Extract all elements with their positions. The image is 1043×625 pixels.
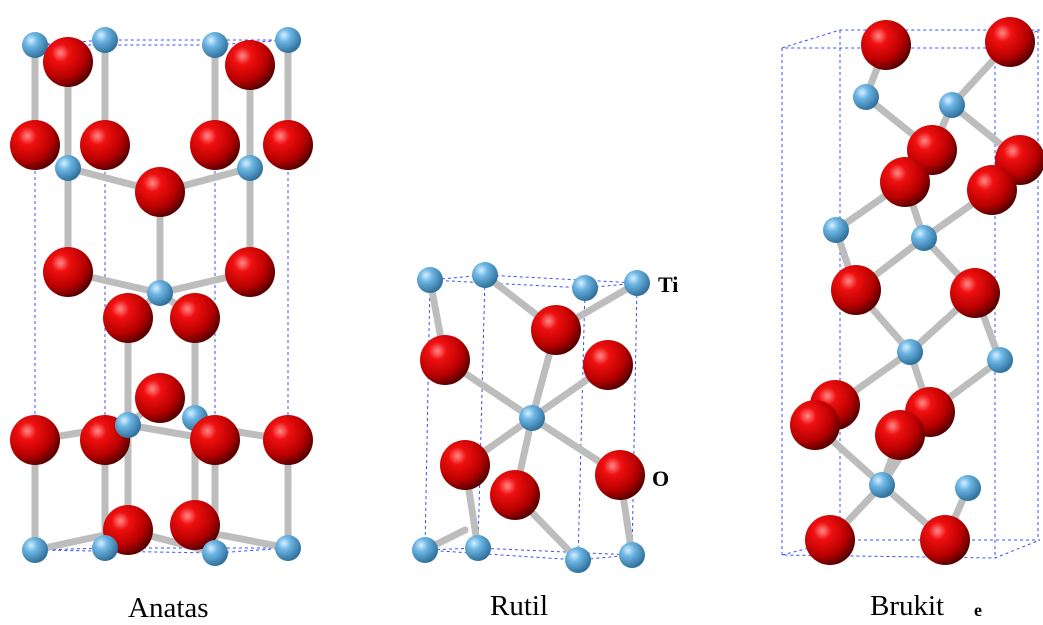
ti-atom bbox=[939, 92, 965, 118]
ti-atom bbox=[565, 547, 591, 573]
brukit-structure bbox=[781, 17, 1043, 565]
o-atom bbox=[861, 20, 911, 70]
ti-atom bbox=[92, 535, 118, 561]
o-atom bbox=[103, 293, 153, 343]
ti-atom bbox=[202, 540, 228, 566]
ti-atom bbox=[115, 412, 141, 438]
o-atom bbox=[880, 157, 930, 207]
o-atom bbox=[135, 167, 185, 217]
ti-atom bbox=[823, 217, 849, 243]
o-atom bbox=[790, 400, 840, 450]
o-atom bbox=[583, 340, 633, 390]
ti-atom bbox=[624, 270, 650, 296]
anatas-atoms bbox=[10, 27, 313, 566]
o-atom bbox=[10, 415, 60, 465]
ti-atom bbox=[55, 155, 81, 181]
ti-atom bbox=[275, 535, 301, 561]
o-atom bbox=[80, 120, 130, 170]
ti-atom bbox=[22, 32, 48, 58]
rutil-structure bbox=[412, 262, 650, 573]
o-atom bbox=[263, 415, 313, 465]
o-atom bbox=[875, 410, 925, 460]
o-atom bbox=[440, 440, 490, 490]
o-atom bbox=[805, 515, 855, 565]
o-atom bbox=[170, 500, 220, 550]
ti-atom bbox=[519, 405, 545, 431]
rutil-caption: Rutil bbox=[490, 590, 549, 622]
ti-atom bbox=[237, 155, 263, 181]
ti-atom bbox=[472, 262, 498, 288]
ti-atom bbox=[417, 267, 443, 293]
ti-atom bbox=[987, 347, 1013, 373]
o-atom bbox=[985, 17, 1035, 67]
o-atom bbox=[490, 470, 540, 520]
o-atom bbox=[135, 373, 185, 423]
ti-atom bbox=[22, 537, 48, 563]
o-atom bbox=[831, 265, 881, 315]
ti-atom bbox=[147, 280, 173, 306]
ti-atom bbox=[955, 475, 981, 501]
o-atom bbox=[225, 40, 275, 90]
ti-atom bbox=[619, 542, 645, 568]
o-atom bbox=[531, 305, 581, 355]
o-atom bbox=[43, 247, 93, 297]
ti-atom bbox=[572, 275, 598, 301]
o-atom bbox=[170, 293, 220, 343]
ti-label: Ti bbox=[658, 272, 679, 297]
o-atom bbox=[263, 120, 313, 170]
o-atom bbox=[43, 37, 93, 87]
ti-atom bbox=[412, 537, 438, 563]
anatas-caption: Anatas bbox=[128, 592, 209, 624]
ti-atom bbox=[869, 472, 895, 498]
ti-atom bbox=[853, 84, 879, 110]
o-atom bbox=[190, 415, 240, 465]
anatas-structure bbox=[10, 27, 313, 566]
o-atom bbox=[225, 247, 275, 297]
o-atom bbox=[967, 165, 1017, 215]
ti-atom bbox=[202, 32, 228, 58]
ti-atom bbox=[897, 339, 923, 365]
o-atom bbox=[950, 268, 1000, 318]
o-atom bbox=[920, 515, 970, 565]
o-atom bbox=[10, 120, 60, 170]
ti-atom bbox=[465, 535, 491, 561]
ti-atom bbox=[92, 27, 118, 53]
rutil-unit-cell bbox=[424, 274, 638, 561]
o-label: O bbox=[652, 466, 670, 491]
stray-mark: e bbox=[974, 600, 982, 620]
brukit-atoms bbox=[790, 17, 1043, 565]
ti-atom bbox=[911, 225, 937, 251]
rutil-atoms bbox=[412, 262, 650, 573]
o-atom bbox=[420, 335, 470, 385]
o-atom bbox=[595, 450, 645, 500]
brukit-caption: Brukit bbox=[870, 590, 945, 622]
brukit-unit-cell bbox=[781, 29, 1041, 559]
ti-atom bbox=[275, 27, 301, 53]
o-atom bbox=[190, 120, 240, 170]
